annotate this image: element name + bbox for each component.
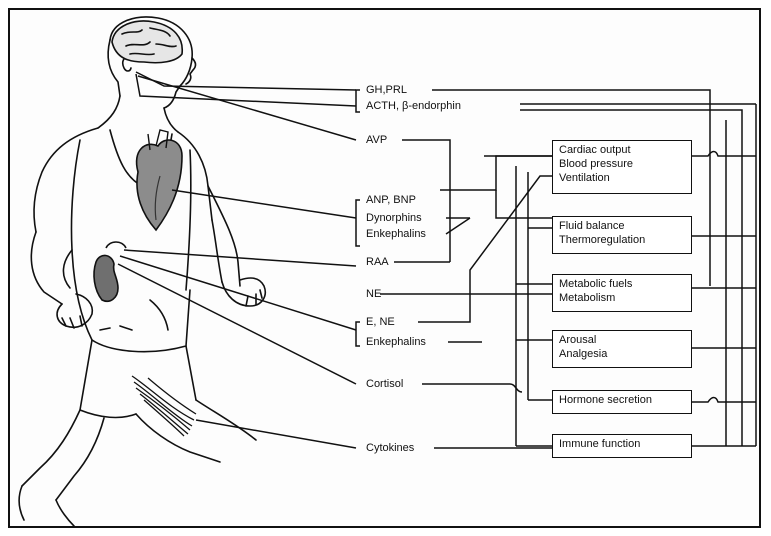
effect-hormone-secretion: Hormone secretion <box>559 393 685 407</box>
brain-icon <box>112 21 182 63</box>
effect-immune-function: Immune function <box>559 437 685 451</box>
signal-anp-bnp: ANP, BNP <box>366 194 416 207</box>
signal-acth-endorphin: ACTH, β-endorphin <box>366 100 461 113</box>
signal-raa: RAA <box>366 256 389 269</box>
effect-arousal: Arousal <box>559 333 685 347</box>
effect-ventilation: Ventilation <box>559 171 685 185</box>
signal-ne: NE <box>366 288 381 301</box>
signal-gh-prl: GH,PRL <box>366 84 407 97</box>
effect-analgesia: Analgesia <box>559 347 685 361</box>
signal-avp: AVP <box>366 134 387 147</box>
signal-e-ne: E, NE <box>366 316 395 329</box>
signal-enkephalins-2: Enkephalins <box>366 336 426 349</box>
effect-thermoregulation: Thermoregulation <box>559 233 685 247</box>
effect-metabolism: Metabolism <box>559 291 685 305</box>
effect-fluid-balance: Fluid balance <box>559 219 685 233</box>
effect-metabolic-fuels: Metabolic fuels <box>559 277 685 291</box>
signal-enkephalins-1: Enkephalins <box>366 228 426 241</box>
thigh-muscle-icon <box>132 376 196 436</box>
signal-cortisol: Cortisol <box>366 378 403 391</box>
effect-box-fluid: Fluid balance Thermoregulation <box>552 216 692 254</box>
effect-box-cardio: Cardiac output Blood pressure Ventilatio… <box>552 140 692 194</box>
signal-dynorphins: Dynorphins <box>366 212 422 225</box>
heart-icon <box>137 130 182 230</box>
effect-box-hormone: Hormone secretion <box>552 390 692 414</box>
running-human-figure-icon <box>19 17 265 526</box>
effect-cardiac-output: Cardiac output <box>559 143 685 157</box>
kidney-adrenal-icon <box>94 242 126 301</box>
effect-box-metabolic: Metabolic fuels Metabolism <box>552 274 692 312</box>
effect-box-arousal: Arousal Analgesia <box>552 330 692 368</box>
effect-box-immune: Immune function <box>552 434 692 458</box>
signal-cytokines: Cytokines <box>366 442 414 455</box>
effect-blood-pressure: Blood pressure <box>559 157 685 171</box>
